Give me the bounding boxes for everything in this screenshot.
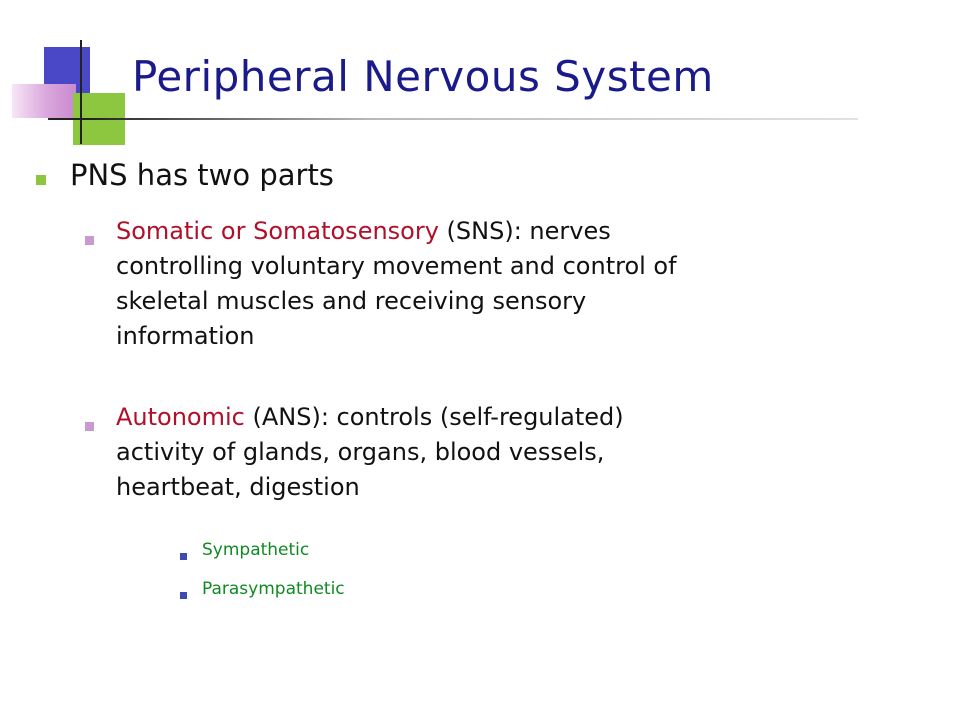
bullet-marker-level2 <box>85 422 94 431</box>
bullet-marker-level3 <box>180 592 187 599</box>
term-autonomic: Autonomic <box>116 403 245 431</box>
bullet-somatic-line2: controlling voluntary movement and contr… <box>116 252 677 280</box>
somatic-desc-line1: (SNS): nerves <box>438 217 611 245</box>
title-underline <box>48 118 858 120</box>
slide-title: Peripheral Nervous System <box>132 52 714 101</box>
bullet-somatic-line3: skeletal muscles and receiving sensory <box>116 287 587 315</box>
bullet-autonomic-line1: Autonomic (ANS): controls (self-regulate… <box>116 400 624 435</box>
term-somatic: Somatic or Somatosensory <box>116 217 439 245</box>
bullet-sympathetic: Sympathetic <box>202 540 310 560</box>
bullet-marker-level1 <box>36 175 46 185</box>
bullet-somatic-line4: information <box>116 322 255 350</box>
bullet-marker-level2 <box>85 236 94 245</box>
decorative-vertical-line <box>80 40 82 144</box>
bullet-parasympathetic: Parasympathetic <box>202 579 345 599</box>
bullet-pns-parts: PNS has two parts <box>70 158 334 192</box>
bullet-marker-level3 <box>180 553 187 560</box>
autonomic-desc-line1: (ANS): controls (self-regulated) <box>244 403 624 431</box>
bullet-autonomic-line2: activity of glands, organs, blood vessel… <box>116 438 605 466</box>
bullet-somatic-line1: Somatic or Somatosensory (SNS): nerves <box>116 214 611 249</box>
bullet-autonomic-line3: heartbeat, digestion <box>116 473 360 501</box>
decorative-pink-square <box>12 84 76 118</box>
